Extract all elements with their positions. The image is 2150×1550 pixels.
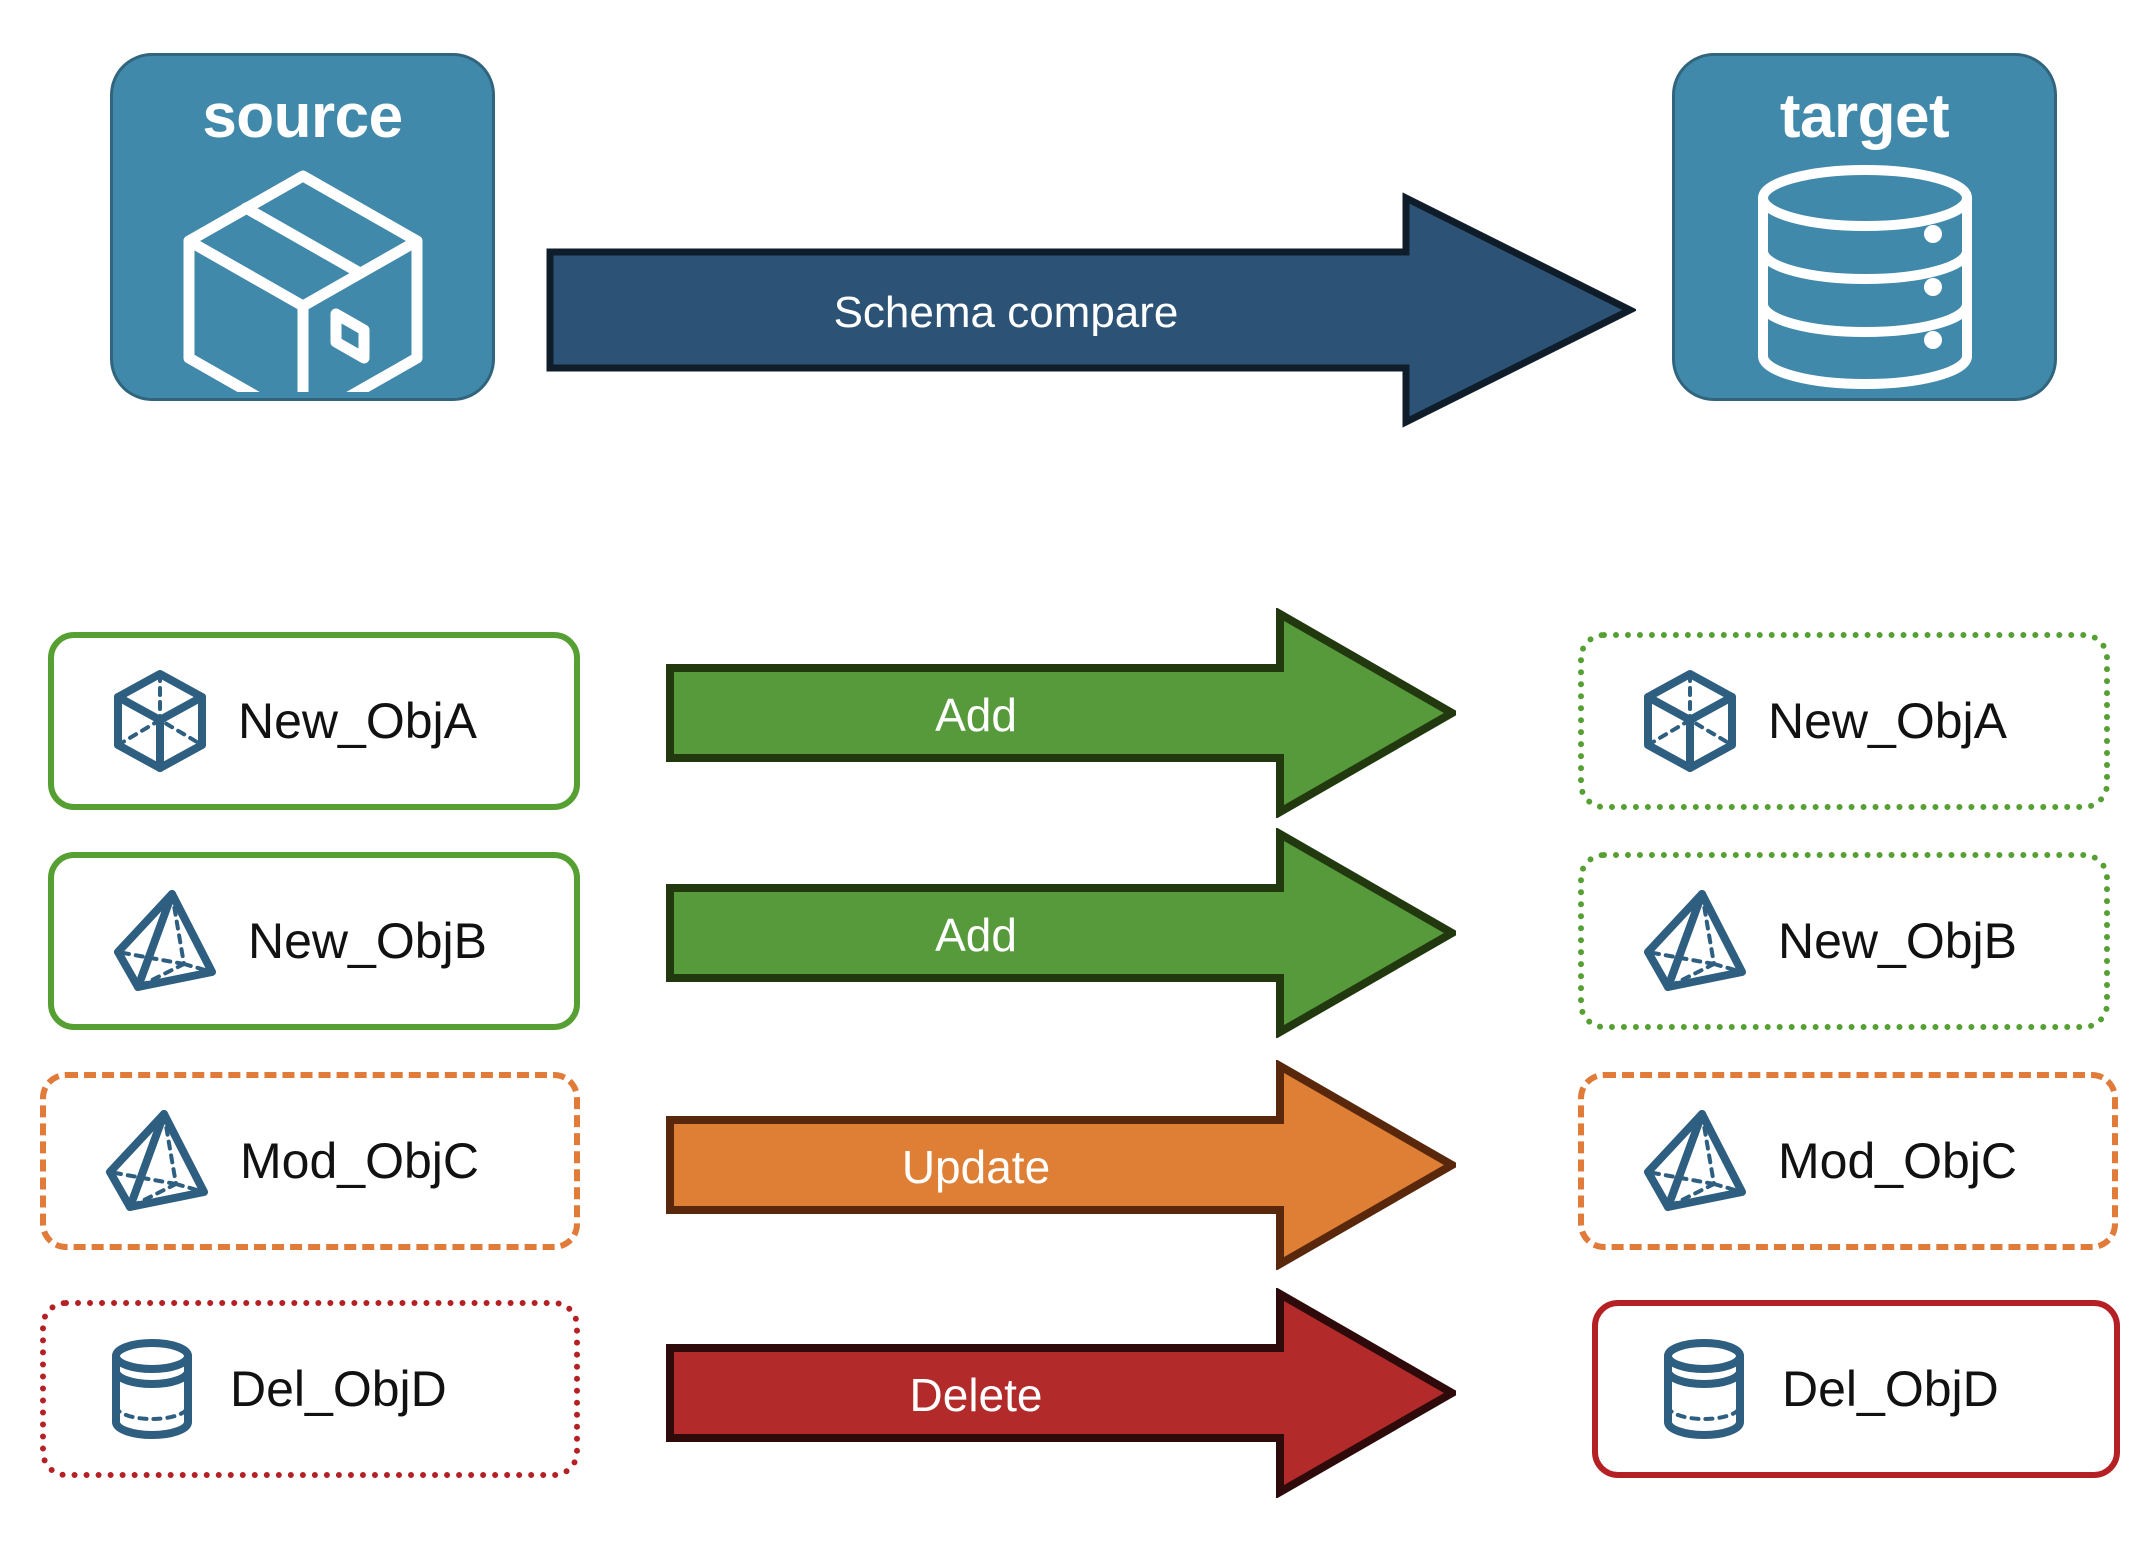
source-object-card[interactable]: Del_ObjD xyxy=(40,1300,580,1478)
target-object-label: Mod_ObjC xyxy=(1778,1133,2017,1189)
source-object-label: New_ObjA xyxy=(238,693,477,749)
source-card[interactable]: source xyxy=(110,53,495,429)
target-object-card[interactable]: Mod_ObjC xyxy=(1578,1072,2118,1250)
source-object-card[interactable]: Mod_ObjC xyxy=(40,1072,580,1250)
database-cylinder-icon xyxy=(1740,162,1990,397)
target-object-card[interactable]: Del_ObjD xyxy=(1592,1300,2120,1478)
wireframe-pyramid-icon xyxy=(102,1106,212,1216)
schema-compare-label: Schema compare xyxy=(833,288,1179,337)
wireframe-cube-icon xyxy=(110,666,210,776)
source-object-label: New_ObjB xyxy=(248,913,487,969)
wireframe-cylinder-icon xyxy=(1654,1334,1754,1444)
source-title: source xyxy=(202,82,403,151)
schema-compare-arrow[interactable] xyxy=(546,190,1638,430)
wireframe-pyramid-icon xyxy=(1640,1106,1750,1216)
wireframe-pyramid-icon xyxy=(110,886,220,996)
source-object-label: Mod_ObjC xyxy=(240,1133,479,1189)
add-arrow[interactable] xyxy=(666,607,1461,819)
add-arrow[interactable] xyxy=(666,827,1461,1039)
delete-arrow[interactable] xyxy=(666,1287,1461,1499)
package-box-icon xyxy=(168,162,438,429)
target-card[interactable]: target xyxy=(1672,53,2057,401)
wireframe-cylinder-icon xyxy=(102,1334,202,1444)
update-arrow-label: Update xyxy=(901,1141,1051,1193)
target-object-card[interactable]: New_ObjB xyxy=(1578,852,2110,1030)
wireframe-cube-icon xyxy=(1640,666,1740,776)
source-object-label: Del_ObjD xyxy=(230,1361,447,1417)
target-object-label: Del_ObjD xyxy=(1782,1361,1999,1417)
add-arrow-label: Add xyxy=(935,689,1017,741)
add-arrow-label: Add xyxy=(935,909,1017,961)
delete-arrow-label: Delete xyxy=(909,1369,1043,1421)
target-title: target xyxy=(1779,82,1950,151)
target-object-label: New_ObjA xyxy=(1768,693,2007,749)
update-arrow[interactable] xyxy=(666,1059,1461,1271)
wireframe-pyramid-icon xyxy=(1640,886,1750,996)
target-object-card[interactable]: New_ObjA xyxy=(1578,632,2110,810)
source-object-card[interactable]: New_ObjB xyxy=(48,852,580,1030)
source-object-card[interactable]: New_ObjA xyxy=(48,632,580,810)
target-object-label: New_ObjB xyxy=(1778,913,2017,969)
